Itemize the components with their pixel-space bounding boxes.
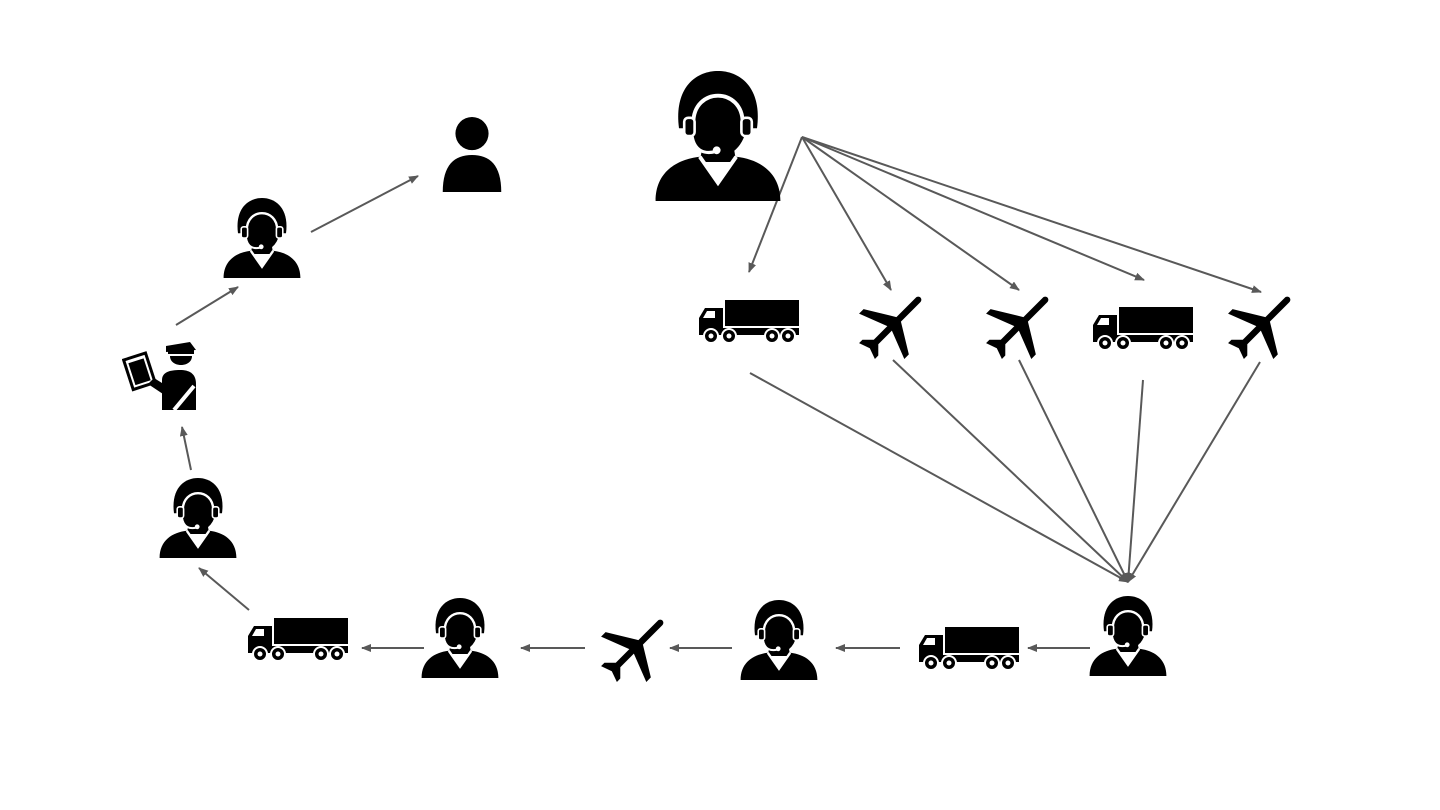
arrow-customs-officer-to-operator-l3 (175, 286, 239, 326)
operator-headset-icon (1088, 596, 1168, 676)
operator-headset-icon (222, 198, 302, 278)
truck-icon (1092, 307, 1194, 351)
airplane-icon (853, 285, 933, 365)
arrow-dispatcher-top-to-truck-r1 (748, 136, 803, 273)
arrow-plane-r2-to-hub-operator (892, 359, 1129, 583)
truck-icon (247, 618, 349, 662)
arrow-operator-l3-to-customer (310, 175, 419, 233)
person-icon (442, 116, 502, 193)
arrow-truck-r4-to-hub-operator (1124, 379, 1144, 583)
operator-headset-icon (653, 71, 783, 201)
operator-headset-icon (739, 600, 819, 680)
arrow-truck-r1-to-hub-operator (749, 372, 1129, 583)
truck-icon (698, 300, 800, 344)
airplane-icon (980, 285, 1060, 365)
arrow-dispatcher-top-to-plane-r3 (801, 136, 1020, 291)
arrow-operator-l1-to-customs-officer (179, 426, 192, 471)
customs-officer-icon (122, 340, 198, 410)
nodes-layer (122, 71, 1302, 688)
arrow-dispatcher-top-to-plane-r2 (801, 136, 892, 291)
arrow-plane-r3-to-hub-operator (1018, 359, 1129, 583)
operator-headset-icon (420, 598, 500, 678)
operator-headset-icon (158, 478, 238, 558)
edges-layer (175, 136, 1262, 652)
arrow-truck-b5-to-operator-l1 (198, 567, 250, 611)
truck-icon (918, 627, 1020, 671)
arrow-plane-r5-to-hub-operator (1127, 361, 1261, 583)
arrow-dispatcher-top-to-truck-r4 (801, 136, 1145, 281)
arrow-dispatcher-top-to-plane-r5 (801, 136, 1262, 293)
airplane-icon (1222, 285, 1302, 365)
